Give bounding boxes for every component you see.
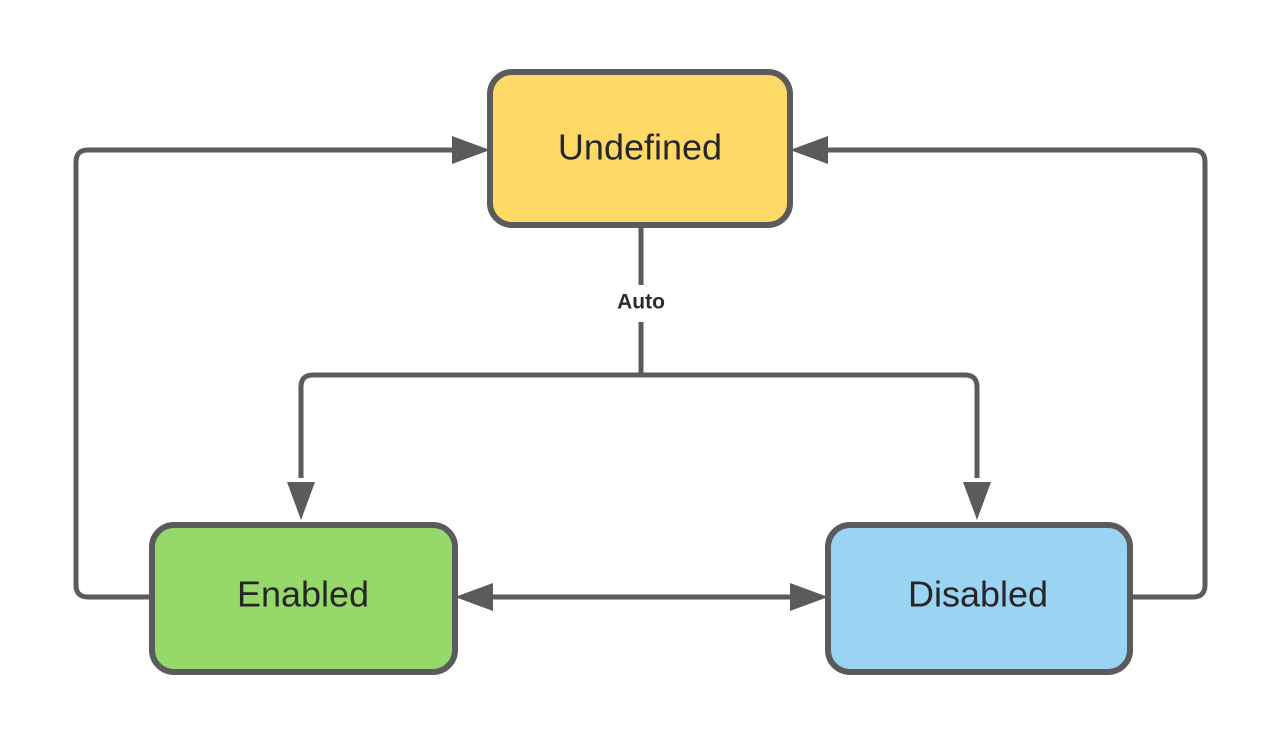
node-disabled-label: Disabled xyxy=(908,574,1048,615)
node-disabled-shape[interactable] xyxy=(825,522,1133,675)
edge-undefined-auto-branch: Auto xyxy=(287,225,991,520)
arrowhead-into-disabled-left xyxy=(790,583,828,611)
node-undefined-shape[interactable] xyxy=(487,69,793,228)
arrowhead-into-undefined-left xyxy=(452,136,490,164)
arrowhead-into-enabled-right xyxy=(455,583,493,611)
edge-enabled-to-undefined xyxy=(73,136,490,600)
edge-label-auto: Auto xyxy=(617,291,665,314)
node-enabled[interactable]: Enabled xyxy=(149,522,458,675)
edge-segment-auto-to-enabled xyxy=(298,372,641,478)
edge-segment-disabled-loop xyxy=(822,147,1208,600)
arrowhead-into-disabled xyxy=(963,482,991,520)
node-enabled-shape[interactable] xyxy=(149,522,458,675)
edge-segment-auto-to-disabled xyxy=(641,372,980,478)
arrowhead-into-enabled xyxy=(287,482,315,520)
node-undefined[interactable]: Undefined xyxy=(487,69,793,228)
node-disabled[interactable]: Disabled xyxy=(825,522,1133,675)
edge-segment-enabled-loop xyxy=(73,147,458,600)
arrowhead-into-undefined-right xyxy=(790,136,828,164)
node-enabled-label: Enabled xyxy=(237,574,369,615)
edge-disabled-to-undefined xyxy=(790,136,1208,600)
node-undefined-label: Undefined xyxy=(558,127,722,168)
edge-enabled-disabled-bidirectional xyxy=(455,583,828,611)
